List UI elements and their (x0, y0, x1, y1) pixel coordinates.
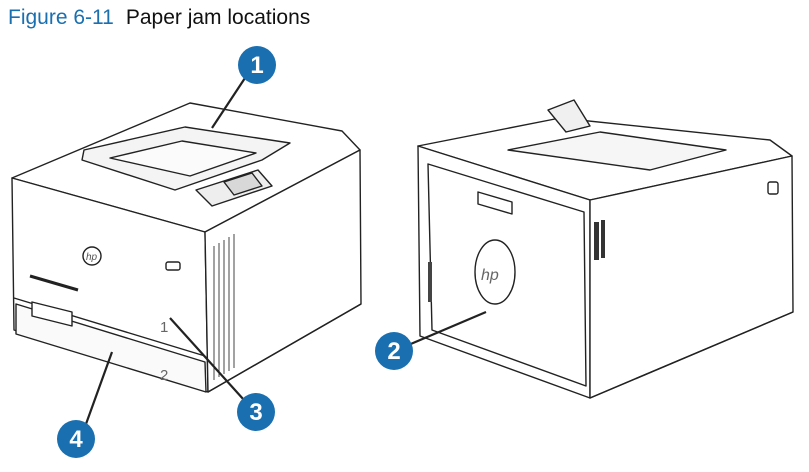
callout-3: 3 (237, 393, 275, 431)
figure-caption: Figure 6-11 Paper jam locations (8, 4, 310, 32)
rear-door-handle (477, 191, 513, 215)
front-hp-logo-text: hp (86, 252, 98, 263)
rear-printer-base (589, 311, 794, 399)
figure-number: Figure 6-11 (8, 6, 114, 29)
callout-lines (84, 77, 487, 425)
tray-2-handle (31, 301, 73, 327)
output-bin-extension (109, 140, 257, 177)
rear-printer: hp (417, 99, 794, 399)
rear-output-flap (547, 99, 591, 133)
figure-title: Paper jam locations (125, 6, 311, 29)
callout-3-number: 3 (249, 399, 262, 426)
tray-2 (15, 303, 207, 393)
model-label (29, 274, 79, 292)
rear-hp-logo-text: hp (481, 267, 499, 284)
rear-side-vents (594, 220, 605, 260)
tray-1-label: 1 (160, 319, 168, 336)
side-vents (213, 234, 235, 380)
front-usb-port (165, 261, 181, 271)
rear-side-port (767, 181, 779, 195)
callout-1-number: 1 (250, 52, 263, 79)
callout-1: 1 (238, 46, 276, 84)
callout-2: 2 (375, 332, 413, 370)
front-printer: hp (11, 102, 362, 393)
front-hp-logo (82, 246, 102, 266)
rear-output-tray (507, 131, 727, 171)
rear-ports (428, 262, 432, 302)
callout-4-number: 4 (69, 426, 83, 453)
callout-4: 4 (57, 420, 95, 458)
control-panel-screen (223, 172, 263, 196)
tray-2-label: 2 (160, 367, 168, 384)
callout-2-number: 2 (387, 338, 400, 365)
front-printer-base (207, 303, 362, 393)
rear-hp-logo (474, 239, 516, 305)
